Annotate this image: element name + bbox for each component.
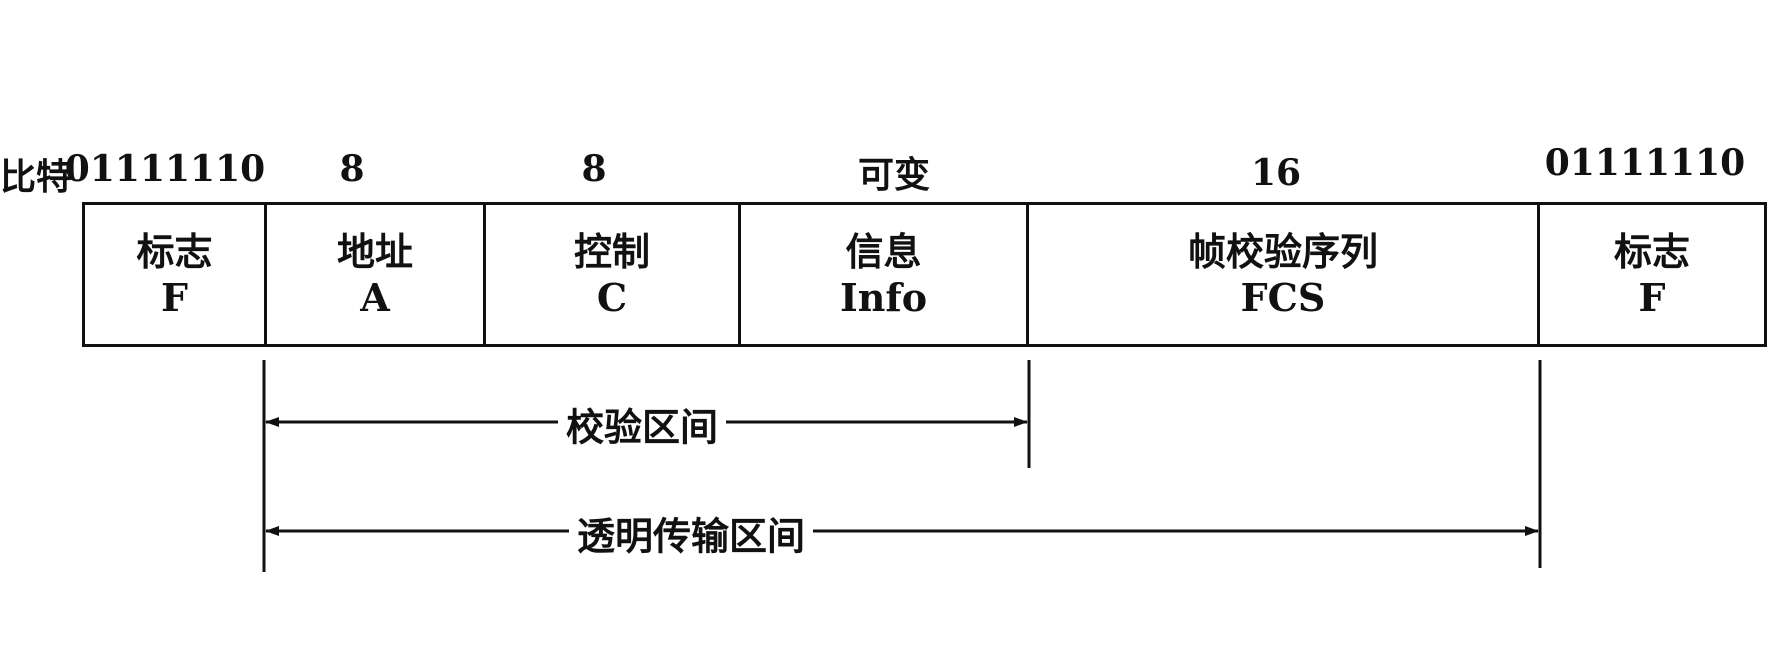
field-control: 控制 C — [486, 205, 741, 344]
field-control-en: C — [596, 274, 628, 320]
field-fcs-en: FCS — [1240, 274, 1326, 320]
bit-label-control: 8 — [581, 148, 607, 190]
field-flag-end-cn: 标志 — [1613, 229, 1690, 274]
field-control-cn: 控制 — [573, 229, 650, 274]
field-flag-start: 标志 F — [85, 205, 267, 344]
field-address-cn: 地址 — [336, 229, 413, 274]
check-interval-label: 校验区间 — [557, 396, 727, 452]
field-fcs: 帧校验序列 FCS — [1029, 205, 1540, 344]
transparent-interval-label: 透明传输区间 — [568, 505, 814, 561]
field-address: 地址 A — [267, 205, 486, 344]
bit-prefix-label: 比特 — [0, 157, 73, 198]
field-info: 信息 Info — [741, 205, 1029, 344]
field-flag-end: 标志 F — [1540, 205, 1764, 344]
field-flag-start-cn: 标志 — [136, 229, 213, 274]
field-info-cn: 信息 — [845, 229, 922, 274]
field-info-en: Info — [839, 274, 928, 320]
bit-label-info: 可变 — [857, 155, 931, 196]
bit-label-address: 8 — [339, 148, 365, 190]
field-flag-end-en: F — [1638, 274, 1666, 320]
field-flag-start-en: F — [161, 274, 188, 320]
bit-label-fcs: 16 — [1250, 152, 1302, 194]
field-fcs-cn: 帧校验序列 — [1187, 229, 1378, 274]
bit-label-flag-start: 01111110 — [64, 148, 266, 190]
frame-structure: 标志 F 地址 A 控制 C 信息 Info 帧校验序列 FCS 标志 F — [82, 202, 1767, 347]
field-address-en: A — [360, 274, 390, 320]
bit-label-flag-end: 01111110 — [1544, 142, 1746, 184]
